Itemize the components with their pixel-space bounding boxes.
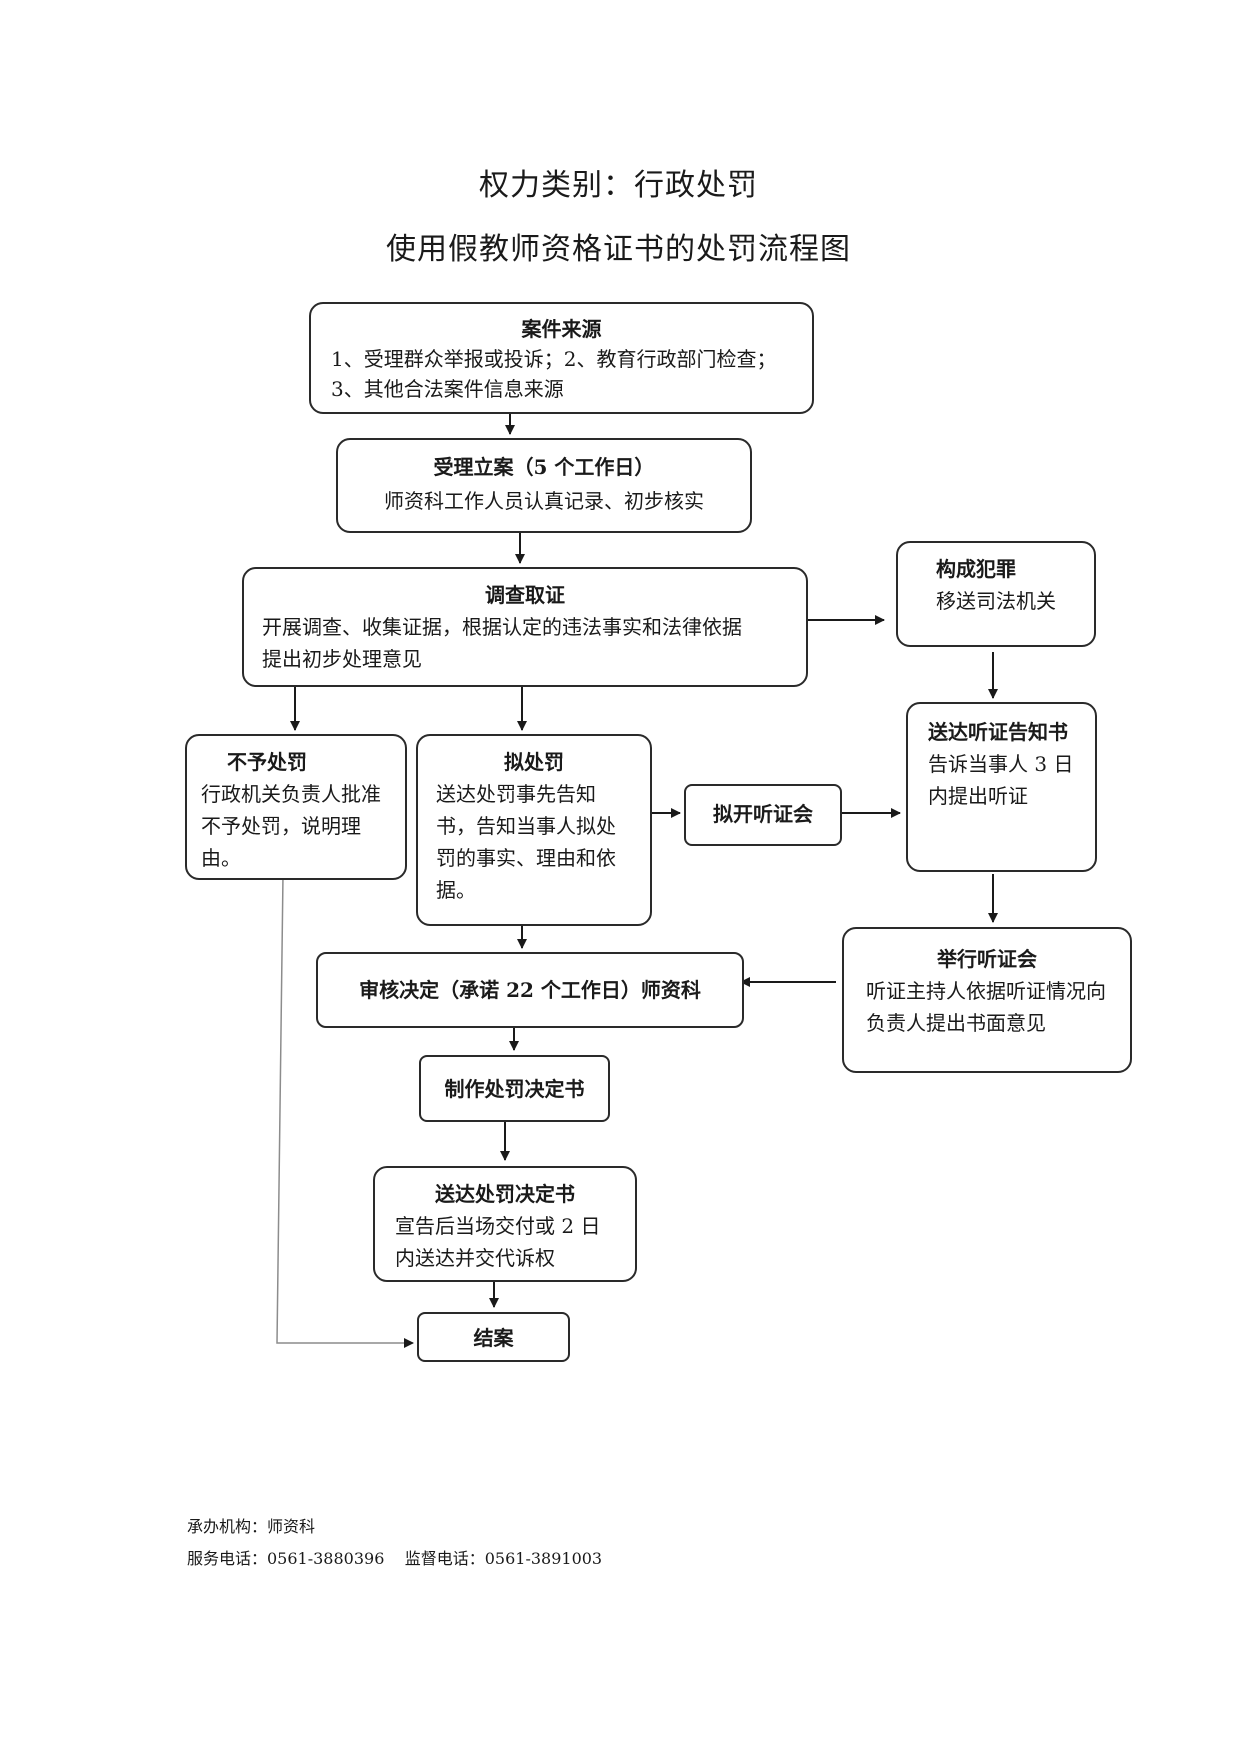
footer-phones: 服务电话：0561-3880396 监督电话：0561-3891003: [187, 1549, 603, 1568]
case-source-line2: 3、其他合法案件信息来源: [331, 377, 564, 401]
investigate-line1: 开展调查、收集证据，根据认定的违法事实和法律依据: [262, 615, 742, 639]
hearing-notice-body: 告诉当事人 3 日内提出听证: [928, 752, 1074, 808]
deliver-decision-body: 宣告后当场交付或 2 日内送达并交代诉权: [395, 1214, 601, 1270]
deliver-decision-heading: 送达处罚决定书: [435, 1182, 575, 1206]
no-penalty-box: 不予处罚 行政机关负责人批准不予处罚，说明理由。: [185, 734, 407, 880]
no-penalty-body: 行政机关负责人批准不予处罚，说明理由。: [201, 782, 381, 870]
crime-body: 移送司法机关: [936, 589, 1056, 613]
propose-penalty-box: 拟处罚 送达处罚事先告知书，告知当事人拟处罚的事实、理由和依据。: [416, 734, 652, 926]
hold-hearing-heading: 举行听证会: [937, 947, 1037, 971]
case-source-line1: 1、受理群众举报或投诉；2、教育行政部门检查；: [331, 347, 777, 371]
power-category-title: 权力类别：行政处罚: [479, 168, 758, 203]
investigate-box: 调查取证 开展调查、收集证据，根据认定的违法事实和法律依据 提出初步处理意见: [242, 567, 808, 687]
deliver-decision-box: 送达处罚决定书 宣告后当场交付或 2 日内送达并交代诉权: [373, 1166, 637, 1282]
propose-penalty-heading: 拟处罚: [504, 750, 564, 774]
make-decision-heading: 制作处罚决定书: [444, 1077, 585, 1101]
accept-case-body: 师资科工作人员认真记录、初步核实: [384, 489, 704, 513]
hold-hearing-box: 举行听证会 听证主持人依据听证情况向负责人提出书面意见: [842, 927, 1132, 1073]
review-decision-heading: 审核决定（承诺 22 个工作日）师资科: [359, 978, 701, 1002]
no-penalty-heading: 不予处罚: [227, 750, 307, 774]
arrow-no-penalty-to-close: [276, 874, 414, 1348]
investigate-line2: 提出初步处理意见: [262, 647, 422, 671]
case-source-heading: 案件来源: [521, 317, 602, 341]
footer-org: 承办机构：师资科: [187, 1517, 316, 1536]
hold-hearing-body: 听证主持人依据听证情况向负责人提出书面意见: [866, 979, 1106, 1035]
investigate-heading: 调查取证: [485, 583, 565, 607]
flowchart-title: 使用假教师资格证书的处罚流程图: [386, 232, 851, 267]
review-decision-box: 审核决定（承诺 22 个工作日）师资科: [316, 952, 744, 1028]
crime-heading: 构成犯罪: [936, 557, 1016, 581]
close-case-box: 结案: [417, 1312, 570, 1362]
hearing-notice-heading: 送达听证告知书: [928, 720, 1068, 744]
case-source-box: 案件来源 1、受理群众举报或投诉；2、教育行政部门检查； 3、其他合法案件信息来…: [309, 302, 814, 414]
hearing-notice-box: 送达听证告知书 告诉当事人 3 日内提出听证: [906, 702, 1097, 872]
propose-penalty-body: 送达处罚事先告知书，告知当事人拟处罚的事实、理由和依据。: [436, 782, 616, 902]
make-decision-box: 制作处罚决定书: [419, 1055, 610, 1122]
hearing-plan-heading: 拟开听证会: [713, 802, 813, 826]
crime-box: 构成犯罪 移送司法机关: [896, 541, 1096, 647]
hearing-plan-box: 拟开听证会: [684, 784, 842, 846]
accept-case-heading: 受理立案（5 个工作日）: [433, 455, 655, 479]
close-case-heading: 结案: [473, 1326, 514, 1350]
accept-case-box: 受理立案（5 个工作日） 师资科工作人员认真记录、初步核实: [336, 438, 752, 533]
